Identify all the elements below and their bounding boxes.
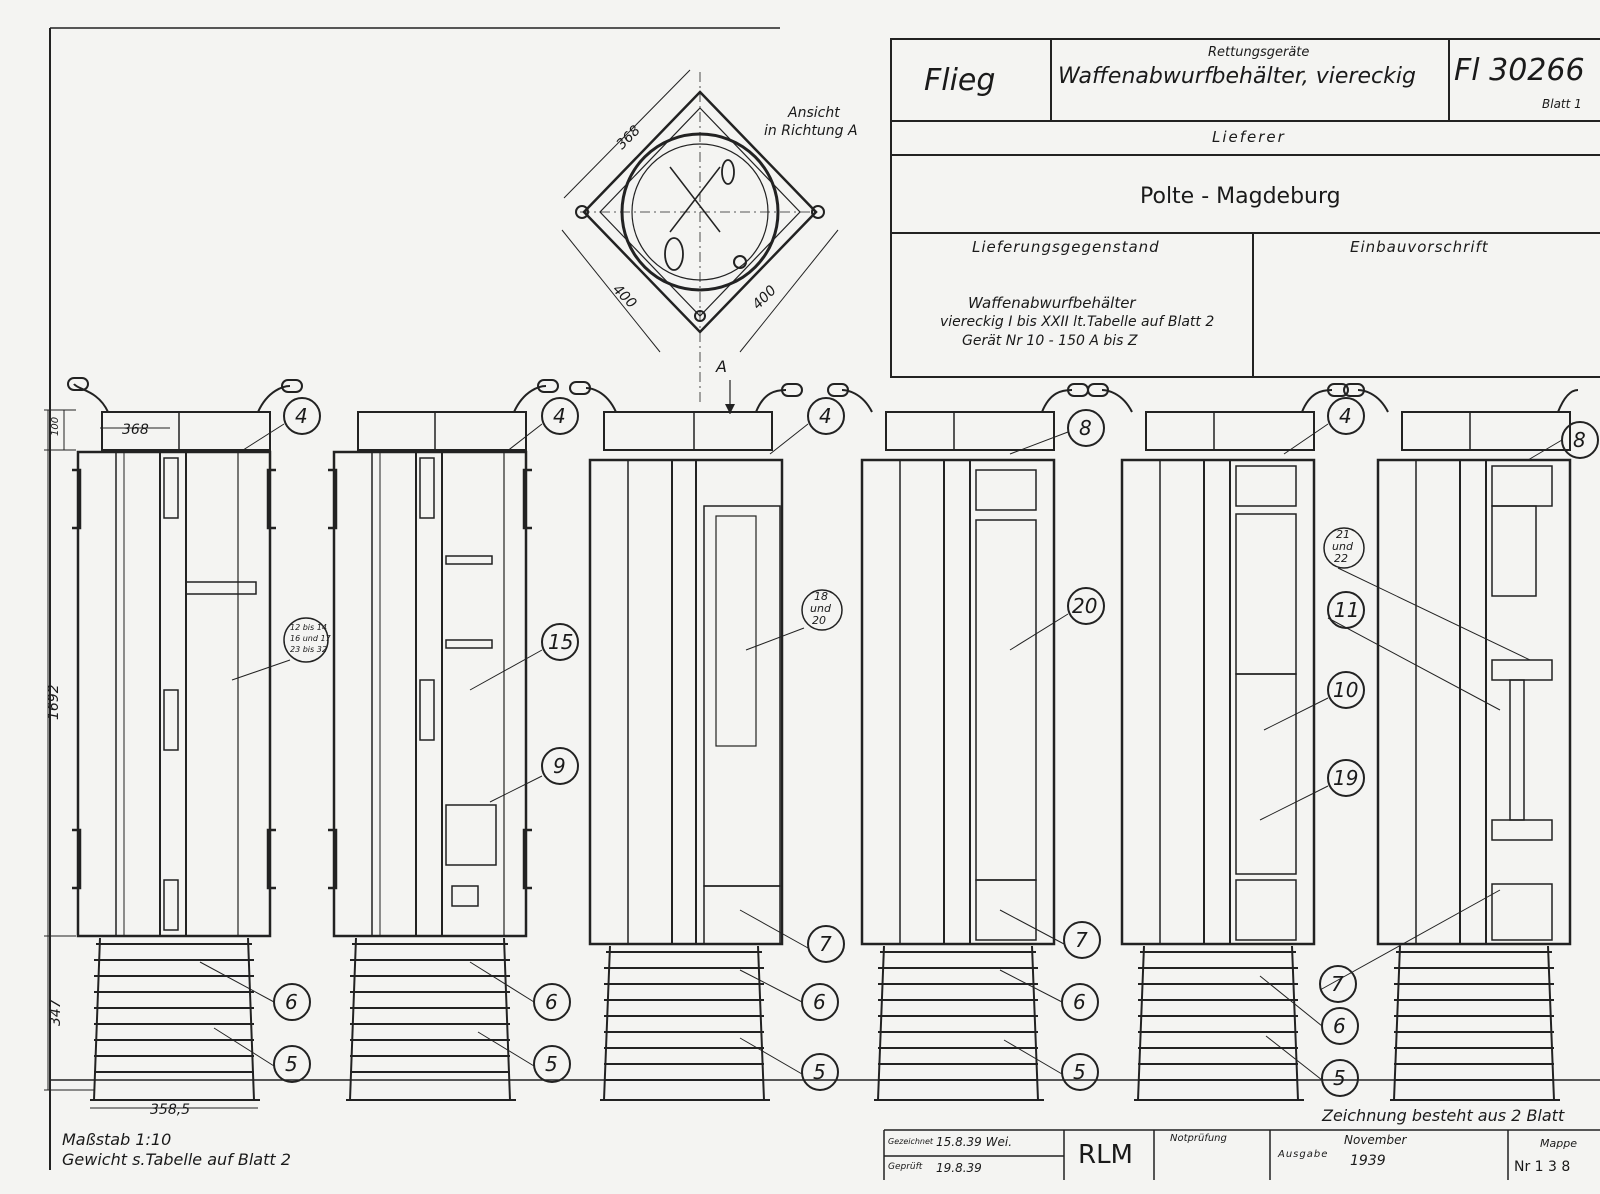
small-callout-3a: 21	[1336, 528, 1350, 541]
mappe-label: Mappe	[1540, 1137, 1577, 1150]
drawn-value: 15.8.39 Wei.	[936, 1135, 1013, 1149]
mappe-number: Nr 1 3 8	[1514, 1159, 1571, 1175]
small-callout-1b: 16 und 17	[290, 634, 332, 643]
rlm-label: RLM	[1078, 1140, 1133, 1170]
title-block-divider	[1050, 38, 1052, 122]
container-variant-6	[1343, 383, 1579, 1101]
title-block-rule	[890, 232, 1600, 234]
flieg-label: Flieg	[924, 63, 996, 98]
top-view-diamond	[561, 69, 839, 402]
title-block-bottom-border	[890, 376, 1600, 378]
checked-value: 19.8.39	[936, 1161, 982, 1175]
callout-6: 6	[813, 990, 826, 1014]
supplier-label: Lieferer	[1212, 128, 1286, 146]
callout-5: 5	[813, 1060, 826, 1084]
callout-6: 6	[1073, 990, 1086, 1014]
small-callout-3b: und	[1332, 540, 1354, 553]
callout-7: 7	[819, 932, 832, 956]
title-block-left-border	[890, 38, 892, 376]
supplier-name: Polte - Magdeburg	[1140, 184, 1341, 209]
ausgabe-label: Ausgabe	[1278, 1149, 1329, 1160]
container-variant-2	[328, 379, 559, 1101]
small-callout-2a: 18	[814, 590, 828, 603]
title-block-divider	[1252, 232, 1254, 378]
drawing-number: Fl 30266	[1454, 53, 1585, 88]
item-line-3: Gerät Nr 10 - 150 A bis Z	[962, 333, 1138, 349]
item-line-2: viereckig I bis XXII lt.Tabelle auf Blat…	[940, 314, 1215, 330]
callout-5: 5	[545, 1052, 558, 1076]
installation-label: Einbauvorschrift	[1350, 238, 1489, 256]
notpruefung-label: Notprüfung	[1170, 1133, 1227, 1144]
small-callout-3c: 22	[1334, 552, 1348, 565]
callout-6: 6	[545, 990, 558, 1014]
view-label-2: in Richtung A	[764, 123, 858, 139]
callout-4: 4	[819, 404, 832, 428]
drawing-title: Waffenabwurfbehälter, viereckig	[1058, 64, 1416, 89]
ausgabe-month: November	[1344, 1133, 1407, 1147]
title-block-rule	[890, 120, 1600, 122]
small-callout-2c: 20	[812, 614, 826, 627]
title-block-divider	[1448, 38, 1450, 122]
callout-5: 5	[1073, 1060, 1086, 1084]
sheet-number: Blatt 1	[1542, 97, 1582, 111]
callout-4: 4	[295, 404, 308, 428]
callout-19: 19	[1333, 766, 1358, 790]
weight-label: Gewicht s.Tabelle auf Blatt 2	[62, 1150, 291, 1169]
callout-4: 4	[553, 404, 566, 428]
view-dim-left: 400	[609, 282, 639, 312]
container-variant-4	[827, 383, 1089, 1101]
callout-8: 8	[1079, 416, 1092, 440]
drawn-label: Gezeichnet	[888, 1137, 934, 1146]
callout-labels: 4 4 4 8 4 8 15 9 20 11 10 19 6 6 6 6 6 5…	[285, 404, 1586, 1090]
callout-8: 8	[1573, 428, 1586, 452]
delivery-item-label: Lieferungsgegenstand	[972, 238, 1160, 256]
dim-base-diameter: 358,5	[150, 1102, 190, 1118]
callout-15: 15	[548, 630, 573, 654]
scale-label: Maßstab 1:10	[62, 1130, 172, 1149]
sheet-note: Zeichnung besteht aus 2 Blatt	[1322, 1106, 1565, 1125]
item-line-1: Waffenabwurfbehälter	[968, 294, 1136, 312]
callout-6: 6	[285, 990, 298, 1014]
view-dim-top: 368	[614, 123, 644, 153]
category-label: Rettungsgeräte	[1208, 45, 1310, 60]
callout-7: 7	[1075, 928, 1088, 952]
callout-7: 7	[1331, 972, 1344, 996]
view-label-1: Ansicht	[788, 105, 840, 121]
callout-20: 20	[1072, 594, 1097, 618]
callout-6: 6	[1333, 1014, 1346, 1038]
view-arrow-label: A	[715, 357, 727, 376]
callout-4: 4	[1339, 404, 1352, 428]
callout-5: 5	[1333, 1066, 1346, 1090]
callout-11: 11	[1334, 598, 1359, 622]
small-callout-2b: und	[810, 602, 832, 615]
callout-9: 9	[553, 754, 566, 778]
callout-5: 5	[285, 1052, 298, 1076]
dim-base-height: 347	[48, 999, 64, 1026]
dim-height: 1692	[46, 684, 62, 720]
title-block-top-border	[890, 38, 1600, 40]
checked-label: Geprüft	[888, 1162, 923, 1172]
container-variant-3	[569, 381, 803, 1101]
container-variant-5	[1087, 383, 1349, 1101]
dim-width: 368	[122, 422, 149, 438]
dim-lid-height: 100	[50, 417, 61, 436]
callout-10: 10	[1333, 678, 1358, 702]
container-variant-1	[67, 377, 303, 1101]
small-callout-1a: 12 bis 14	[290, 623, 327, 632]
title-block-rule	[890, 154, 1600, 156]
ausgabe-year: 1939	[1350, 1153, 1386, 1169]
small-callout-1c: 23 bis 32	[290, 645, 327, 654]
